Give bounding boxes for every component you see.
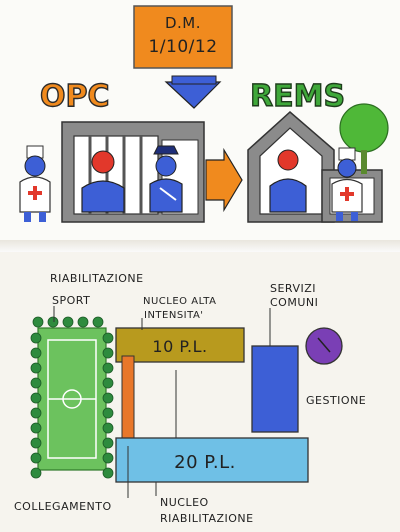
decree-box: D.M. 1/10/12 [133, 5, 233, 69]
label-nucleo-riab-1: NUCLEO [160, 496, 209, 509]
label-servizi-1: SERVIZI [270, 282, 316, 295]
connector-corridor [121, 355, 135, 447]
label-servizi-2: COMUNI [270, 296, 318, 309]
pl-20-label: 20 P.L. [174, 452, 236, 473]
label-collegamento: COLLEGAMENTO [14, 500, 112, 513]
tree-icon [339, 103, 389, 174]
inmate-icon [81, 150, 125, 213]
opc-label: OPC [40, 79, 110, 114]
servizi-block [251, 345, 299, 433]
label-nucleo-alta-2: INTENSITA' [144, 310, 204, 321]
pl-10-label: 10 P.L. [152, 337, 207, 356]
label-gestione: GESTIONE [306, 394, 366, 407]
page-fold [0, 240, 400, 252]
nucleo-riab-block [115, 437, 309, 483]
label-riabilitazione: RIABILITAZIONE [50, 272, 144, 285]
leader-lines [53, 306, 271, 498]
sport-field [37, 327, 107, 471]
label-nucleo-alta-1: NUCLEO ALTA [143, 296, 216, 307]
arrow-down-icon [164, 75, 222, 109]
guard-icon [149, 145, 183, 213]
decree-line1: D.M. [165, 14, 201, 32]
doctor-icon [19, 145, 51, 222]
arrow-right-icon [205, 147, 243, 213]
decree-line2: 1/10/12 [148, 37, 217, 57]
label-nucleo-riab-2: RIABILITAZIONE [160, 512, 254, 525]
patient-icon [269, 149, 307, 213]
rems-label: REMS [250, 79, 345, 114]
label-sport: SPORT [52, 294, 90, 307]
tree-row [30, 316, 114, 479]
nucleo-alta-block [115, 327, 245, 363]
doctor-icon [331, 147, 363, 221]
